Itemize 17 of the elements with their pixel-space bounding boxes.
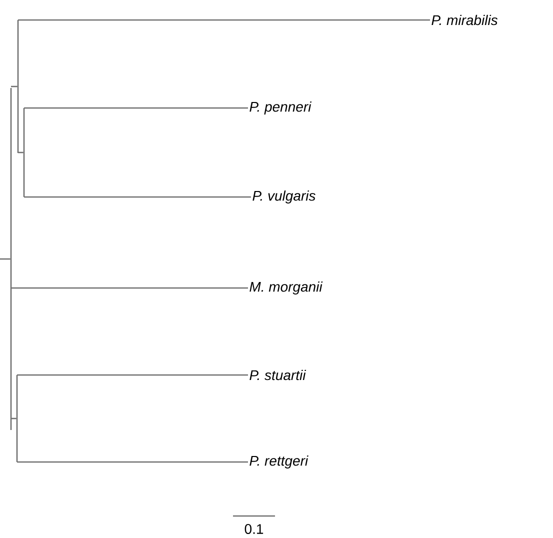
branch-line xyxy=(18,19,430,21)
branch-line xyxy=(18,152,24,154)
species-label: M. morganii xyxy=(250,281,323,295)
species-label: P. rettgeri xyxy=(250,455,308,469)
species-label: P. stuartii xyxy=(250,370,306,380)
branch-line xyxy=(11,86,18,88)
branch-line xyxy=(24,107,248,109)
species-label: P. vulgaris xyxy=(252,190,316,204)
branch-line xyxy=(0,258,10,260)
species-label: P. penneri xyxy=(250,101,312,115)
branch-line xyxy=(17,461,248,463)
species-label: P. mirabilis xyxy=(432,14,498,26)
scale-label: 0.1 xyxy=(244,524,264,534)
branch-line xyxy=(11,418,16,420)
branch-line xyxy=(17,374,248,376)
branch-line xyxy=(24,196,251,198)
branch-line xyxy=(11,287,248,289)
